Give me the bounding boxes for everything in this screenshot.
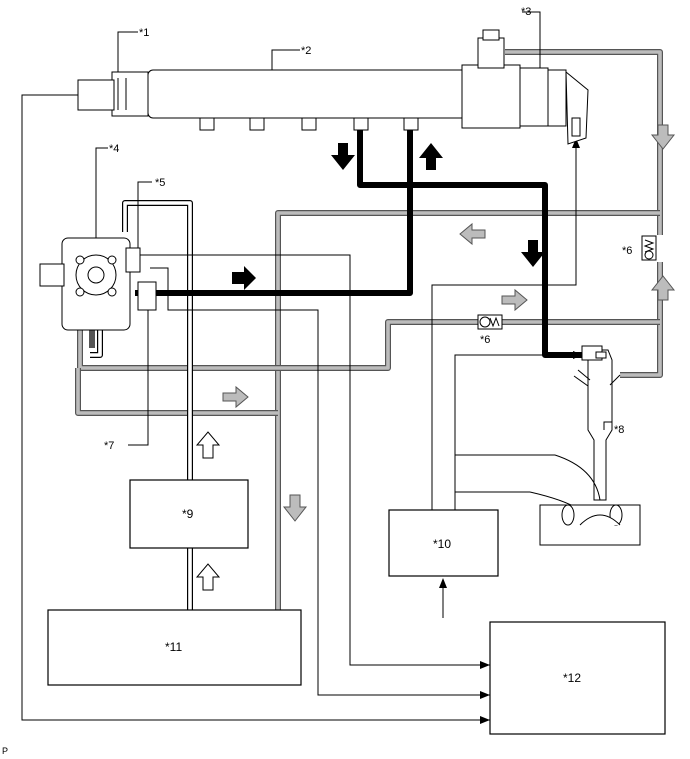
label-2: *2 [301,45,311,57]
feed-flow-arrows [195,431,221,591]
label-6b: *6 [480,334,490,346]
arrow-down-icon [282,494,308,522]
label-5: *5 [155,177,165,189]
label-10: *10 [433,537,451,551]
box-10 [388,509,499,577]
box-9 [129,479,249,549]
check-valve-1 [641,235,657,261]
high-pressure-flow-arrows [232,143,545,290]
arrow-up-icon [650,275,676,301]
supply-pump [39,237,157,331]
label-11: *11 [165,640,182,654]
arrow-up-icon [195,431,221,459]
arrow-right-icon [222,385,249,409]
injector [529,345,641,546]
arrow-up-icon [419,143,443,170]
return-flow-arrows [222,124,676,522]
box-11 [47,609,302,686]
box-12 [489,621,666,735]
label-3: *3 [521,6,531,18]
feed-lines [90,200,193,628]
label-8: *8 [614,424,624,436]
label-1: *1 [139,27,149,39]
common-rail [77,29,589,145]
leader-lines [95,11,612,430]
label-4: *4 [109,143,119,155]
check-valve-2 [477,314,503,330]
arrow-right-icon [232,266,256,290]
arrow-down-icon [521,240,545,267]
wire-arrowheads [439,138,583,724]
label-9: *9 [182,507,194,521]
signal-wires [21,94,583,721]
arrow-left-icon [459,222,486,246]
label-12: *12 [563,671,581,685]
corner-mark: P [2,746,8,756]
label-7: *7 [104,440,114,452]
arrow-right-icon [501,288,528,312]
arrow-down-icon [331,143,355,170]
label-6a: *6 [622,245,632,257]
arrow-up-icon [195,563,221,591]
arrow-down-icon [650,124,676,150]
